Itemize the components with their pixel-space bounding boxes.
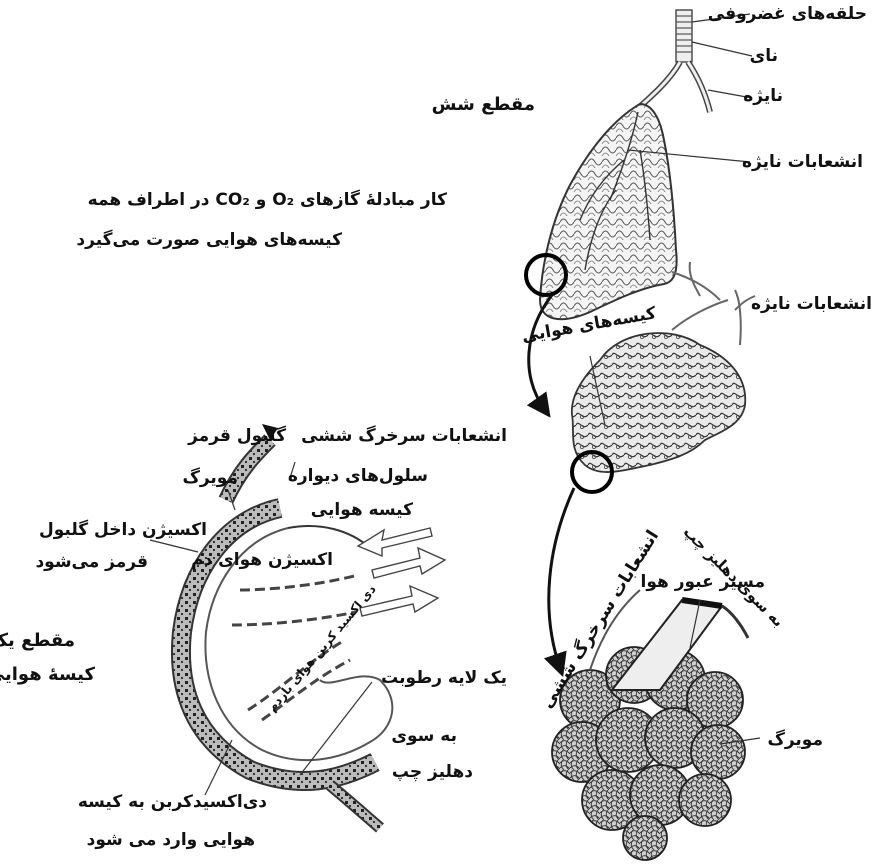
label-wall-cells-line2: کیسه هوایی [311, 498, 413, 523]
label-bronchi-branches-1: انشعابات نایژه [742, 150, 863, 175]
capillary-bottom-vessel [330, 785, 380, 828]
alveolus-opening-top [288, 526, 370, 548]
label-pulmonary-artery-branches: انشعابات سرخرگ ششی [301, 424, 507, 449]
label-bronchus: نایژه [743, 84, 783, 109]
label-gas-exchange-line1: کار مبادلهٔ گازهای O₂ و CO₂ در اطراف همه [88, 188, 447, 213]
label-wall-cells-line1: سلول‌های دیواره [288, 464, 428, 489]
label-oxygen-enters-line1: اکسیژن داخل گلبول [39, 518, 207, 543]
label-red-blood-cell: گلبول قرمز [188, 424, 286, 449]
label-oxygen-enters-line2: قرمز می‌شود [35, 550, 148, 575]
zoom-arrow-2 [549, 488, 574, 668]
label-section-alveolus-line2: کیسهٔ هوایی [0, 662, 95, 688]
label-co2-enters-line1: دی‌اکسیدکربن به کیسه [78, 790, 267, 815]
label-to-left-atrium-1-line2: دهلیز چپ [392, 760, 473, 785]
label-cartilage-rings: حلقه‌های غضروفی [708, 2, 867, 27]
label-inhaled-oxygen: اکسیژن هوای دم [191, 548, 333, 573]
label-capillary-right: مویرگ [767, 728, 823, 753]
label-moisture-layer: یک لایه رطوبت [381, 666, 507, 691]
label-section-alveolus-line1: مقطع یک [0, 628, 75, 654]
label-bronchi-branches-2: انشعابات نایژه [751, 292, 872, 317]
label-trachea: نای [750, 44, 778, 69]
label-lung-section: مقطع شش [432, 92, 535, 118]
gas-diffusion-lines [232, 575, 358, 720]
label-co2-enters-line2: هوایی وارد می شود [87, 828, 255, 853]
trachea-drawing [636, 10, 710, 112]
label-capillary-top: مویرگ [182, 466, 238, 491]
bronchi-tree-2 [672, 262, 755, 345]
label-to-left-atrium-1-line1: به سوی [391, 724, 457, 749]
label-gas-exchange-line2: کیسه‌های هوایی صورت می‌گیرد [76, 228, 342, 253]
